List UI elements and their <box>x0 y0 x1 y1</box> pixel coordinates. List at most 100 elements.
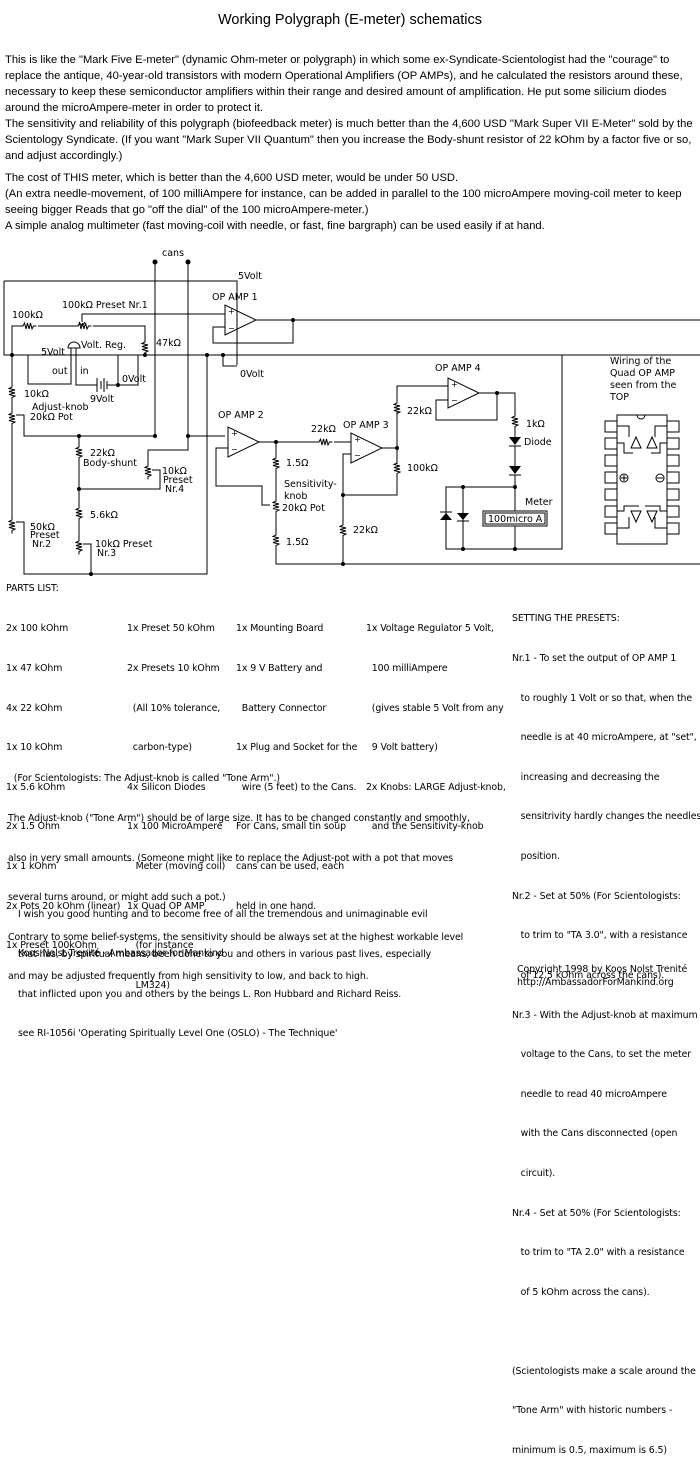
part-item: (for instance <box>127 940 194 952</box>
website-link[interactable]: http://AmbassadorForMankind.org <box>517 977 674 988</box>
note-line: (For Scientologists: The Adjust-knob is … <box>8 773 280 785</box>
part-item: 1x 100 MicroAmpere <box>127 821 223 833</box>
label-1-5-a: 1.5Ω <box>286 458 308 469</box>
op-amp-2: +− OP AMP 2 <box>215 410 316 506</box>
diode-series: Diode <box>509 437 552 476</box>
part-item: 1x 47 kOhm <box>6 663 63 675</box>
closing-line: that inflicted upon you and others by th… <box>18 988 402 1000</box>
label-22k-in3: 22kΩ <box>311 424 336 435</box>
part-item: carbon-type) <box>127 742 192 754</box>
part-item: 2x 1.5 Ohm <box>6 821 60 833</box>
op-amp-4: +− OP AMP 4 <box>435 363 516 421</box>
voltage-regulator: Volt. Reg. 5Volt out in 0Volt 9Volt <box>27 340 146 405</box>
label-22k-body: 22kΩ <box>90 448 115 459</box>
parts-list-col-2: 1x Preset 50 kOhm 2x Presets 10 kOhm (Al… <box>127 596 225 1005</box>
label-100k-fb: 100kΩ <box>407 463 438 474</box>
preset-line: of 12.5 kOhm across the cans). <box>512 969 665 981</box>
intro-paragraph-4: (An extra needle-movement, of 100 milliA… <box>5 188 682 216</box>
preset-line: voltage to the Cans, to set the meter <box>512 1049 692 1061</box>
label-preset-4a: 10kΩ <box>162 466 187 477</box>
intro-paragraph-2: The sensitivity and reliability of this … <box>5 118 693 162</box>
part-item: 1x Preset 100kOhm <box>6 940 97 952</box>
preset-line: needle is at 40 microAmpere, at "set", <box>512 732 697 744</box>
intro-text: This is like the "Mark Five E-meter" (dy… <box>5 52 697 234</box>
label-22k-op4: 22kΩ <box>407 406 432 417</box>
label-sens-1: Sensitivity- <box>284 479 337 490</box>
note-line: and may be adjusted frequently from high… <box>8 971 369 983</box>
part-item: 4x 22 kOhm <box>6 702 63 714</box>
part-item: 2x Presets 10 kOhm <box>127 663 220 675</box>
preset-line: increasing and decreasing the <box>512 771 660 783</box>
meter: 100micro A Meter <box>482 497 553 527</box>
label-adjust-knob: Adjust-knob <box>32 402 89 413</box>
preset-line: to trim to "TA 2.0" with a resistance <box>512 1247 685 1259</box>
part-item: 2x 100 kOhm <box>6 623 69 635</box>
label-adjust-pot: 20kΩ Pot <box>30 412 73 423</box>
label-1-5-b: 1.5Ω <box>286 537 308 548</box>
op-amp-3-label: OP AMP 3 <box>343 420 389 431</box>
op-amp-2-label: OP AMP 2 <box>218 410 264 421</box>
part-item: (gives stable 5 Volt from any <box>366 702 504 714</box>
svg-text:−: − <box>451 396 458 405</box>
label-in: in <box>80 366 89 377</box>
label-sens-2: knob <box>284 491 307 502</box>
part-item: 2x Knobs: LARGE Adjust-knob, <box>366 781 506 793</box>
intro-paragraph-3: The cost of THIS meter, which is better … <box>5 172 459 184</box>
meter-value: 100micro A <box>488 514 543 525</box>
cans-terminals: cans <box>152 248 191 436</box>
preset-line: of 5 kOhm across the cans). <box>512 1286 650 1298</box>
copyright: Copyright 1998 by Koos Nolst Trenité <box>517 964 688 975</box>
preset-line: needle to read 40 microAmpere <box>512 1088 667 1100</box>
preset-line: sensitrivity hardly changes the needles <box>512 811 700 823</box>
parts-list-heading: PARTS LIST: <box>6 583 59 594</box>
part-item: 1x Voltage Regulator 5 Volt, <box>366 623 494 635</box>
preset-line: position. <box>512 851 560 863</box>
tone-arm-note: minimum is 0.5, maximum is 6.5) <box>512 1445 667 1456</box>
closing-text: I wish you good hunting and to become fr… <box>18 882 431 1054</box>
part-item: held in one hand. <box>236 900 317 912</box>
label-out: out <box>52 366 68 377</box>
note-line: Contrary to some belief-systems, the sen… <box>8 931 464 943</box>
note-line: also in very small amounts. (Someone mig… <box>8 852 454 864</box>
quad-label-3: seen from the <box>610 380 677 391</box>
intro-paragraph-1: This is like the "Mark Five E-meter" (dy… <box>5 54 683 114</box>
label-100k: 100kΩ <box>12 310 43 321</box>
preset-line: with the Cans disconnected (open <box>512 1128 678 1140</box>
intro-paragraph-5: A simple analog multimeter (fast moving-… <box>5 220 545 232</box>
svg-text:+: + <box>451 380 458 389</box>
op-amp-3: +− OP AMP 3 <box>341 420 399 497</box>
svg-text:−: − <box>354 451 361 460</box>
preset-line: circuit). <box>512 1167 556 1179</box>
part-item: 1x 9 V Battery and <box>236 663 323 675</box>
parts-list-col-4: 1x Voltage Regulator 5 Volt, 100 milliAm… <box>366 596 506 847</box>
note-line: several turns around, or might add such … <box>8 892 226 904</box>
rail-5v <box>4 280 238 365</box>
label-5volt-reg: 5Volt <box>41 347 65 358</box>
quad-label-1: Wiring of the <box>610 356 671 367</box>
cans-label: cans <box>162 248 184 259</box>
label-preset-3b: Nr.3 <box>97 548 116 559</box>
part-item: wire (5 feet) to the Cans. <box>236 781 357 793</box>
part-item: 100 milliAmpere <box>366 663 448 675</box>
part-item: 4x Silicon Diodes <box>127 781 206 793</box>
label-diode: Diode <box>524 437 552 448</box>
part-item: 1x Mounting Board <box>236 623 324 635</box>
part-item: 2x Pots 20 kOhm (linear) <box>6 900 121 912</box>
label-5volt: 5Volt <box>238 271 262 282</box>
label-10k: 10kΩ <box>24 389 49 400</box>
op-amp-1: +− OP AMP 1 <box>212 292 700 344</box>
part-item: LM324) <box>127 979 170 991</box>
label-preset-4c: Nr.4 <box>165 484 184 495</box>
protection-diodes <box>440 511 469 522</box>
preset-line: Nr.3 - With the Adjust-knob at maximum <box>512 1009 698 1021</box>
preset-line: Nr.4 - Set at 50% (For Scientologists: <box>512 1207 681 1219</box>
part-item: For Cans, small tin soup <box>236 821 346 833</box>
parts-list-col-3: 1x Mounting Board 1x 9 V Battery and Bat… <box>236 596 357 926</box>
tone-arm-note: "Tone Arm" with historic numbers - <box>512 1405 673 1417</box>
part-item: 1x 1 kOhm <box>6 861 57 873</box>
part-item: 1x Preset 50 kOhm <box>127 623 215 635</box>
label-preset-2a: 50kΩ <box>30 522 55 533</box>
note-line: The Adjust-knob ("Tone Arm") should be o… <box>8 813 470 825</box>
label-9volt: 9Volt <box>90 394 114 405</box>
preset-line: Nr.2 - Set at 50% (For Scientologists: <box>512 890 681 902</box>
